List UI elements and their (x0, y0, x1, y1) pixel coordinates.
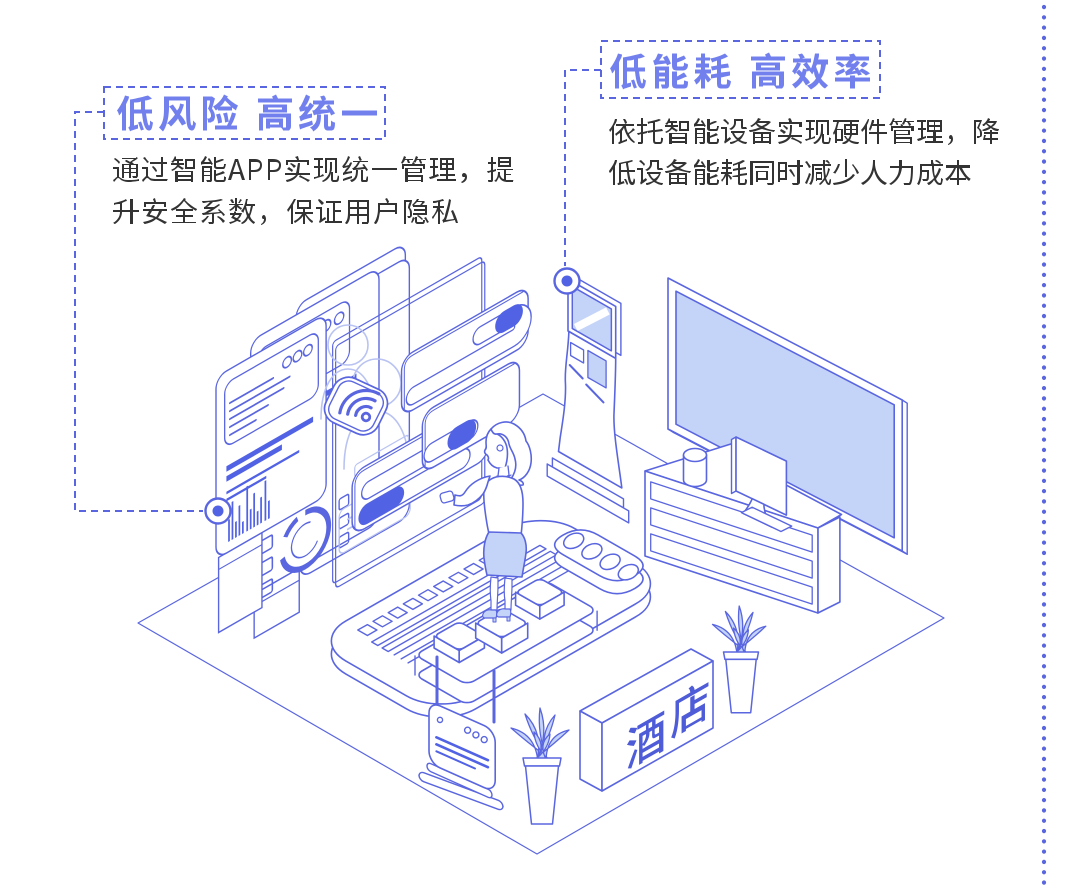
floating-card-top (400, 289, 532, 413)
dashboard-panel-front (215, 317, 327, 634)
callout-connectors (74, 69, 601, 525)
callout-desc-left-2 (113, 198, 458, 225)
plant-left (510, 707, 570, 825)
wifi-icon (338, 388, 381, 423)
wifi-router (418, 655, 504, 811)
callout-desc-right-2 (609, 159, 971, 185)
plant-right (711, 605, 767, 714)
callout-title-left (117, 94, 377, 132)
donut-chart-icon (280, 506, 332, 573)
button-blocks (414, 578, 598, 704)
callout-title-right (610, 52, 870, 90)
callout-desc-right-1 (609, 118, 999, 145)
checkin-kiosk (546, 275, 630, 524)
remote-device (553, 529, 644, 595)
hotel-sign (579, 648, 714, 792)
callout-title-box-left (103, 86, 386, 140)
callout-desc-left-1 (113, 156, 514, 183)
desk-cup (682, 447, 708, 488)
floating-card-mid (421, 361, 521, 470)
desk-monitor (730, 436, 793, 533)
woman (439, 421, 533, 623)
wifi-card (323, 376, 389, 436)
